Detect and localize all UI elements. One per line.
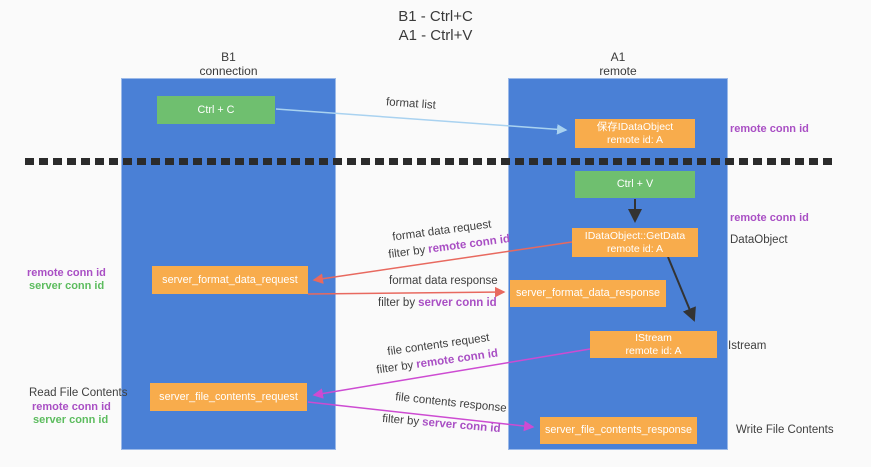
title-line-1: B1 - Ctrl+C <box>398 8 473 25</box>
annotation-remote-conn-id-left-1: remote conn id <box>27 267 106 279</box>
annotation-server-conn-id-left-1: server conn id <box>29 280 105 292</box>
lifeline-b1-header: B1 connection <box>121 50 336 78</box>
node-istream: IStream remote id: A <box>590 331 717 358</box>
node-save-idataobject-line1: 保存IDataObject <box>596 121 674 133</box>
annotation-remote-conn-id-right-2: remote conn id <box>730 212 809 224</box>
node-format-response-label: server_format_data_response <box>515 287 661 299</box>
annotation-istream: Istream <box>728 340 767 352</box>
annotation-remote-conn-id-right-1: remote conn id <box>730 123 809 135</box>
label-file-contents-response: file contents response <box>394 391 508 415</box>
node-ctrl-v-label: Ctrl + V <box>616 178 654 190</box>
lifeline-a1-name: A1 <box>610 50 626 64</box>
node-istream-line1: IStream <box>635 332 672 344</box>
node-getdata-line1: IDataObject::GetData <box>584 230 686 242</box>
node-format-request-label: server_format_data_request <box>162 273 298 286</box>
node-file-response-label: server_file_contents_response <box>544 424 693 436</box>
label-server-conn-id-1: server conn id <box>418 297 497 309</box>
label-format-list: format list <box>385 96 437 112</box>
node-save-idataobject: 保存IDataObject remote id: A <box>575 119 695 148</box>
page-title: B1 - Ctrl+C A1 - Ctrl+V <box>0 7 871 45</box>
annotation-remote-conn-id-left-2: remote conn id <box>32 401 111 413</box>
lifeline-b1-role: connection <box>199 64 258 78</box>
node-server-file-contents-response: server_file_contents_response <box>540 417 697 444</box>
lifeline-b1-name: B1 <box>221 50 236 64</box>
label-server-conn-id-2: server conn id <box>421 416 502 436</box>
node-ctrl-c-label: Ctrl + C <box>197 103 235 116</box>
label-format-data-response: format data response <box>389 275 498 287</box>
node-save-idataobject-line2: remote id: A <box>606 133 664 146</box>
label-filter-prefix-1: filter by <box>387 244 427 261</box>
annotation-server-conn-id-left-2: server conn id <box>33 414 109 426</box>
node-server-format-data-response: server_format_data_response <box>510 280 666 307</box>
annotation-dataobject: DataObject <box>730 234 788 246</box>
label-filter-prefix-4: filter by <box>381 412 420 429</box>
annotation-write-file-contents: Write File Contents <box>736 424 834 436</box>
node-ctrl-v: Ctrl + V <box>575 171 695 198</box>
node-idataobject-getdata: IDataObject::GetData remote id: A <box>572 228 698 257</box>
label-filter-prefix-3: filter by <box>375 359 415 377</box>
node-ctrl-c: Ctrl + C <box>157 96 275 124</box>
lifeline-a1-header: A1 remote <box>508 50 728 78</box>
title-line-2: A1 - Ctrl+V <box>398 27 473 44</box>
node-istream-line2: remote id: A <box>625 344 682 357</box>
node-file-request-label: server_file_contents_request <box>159 390 298 403</box>
node-server-format-data-request: server_format_data_request <box>152 266 308 294</box>
lifeline-a1-role: remote <box>599 64 637 78</box>
arrow-format-data-response <box>307 286 506 298</box>
annotation-read-file-contents: Read File Contents <box>29 387 128 399</box>
node-server-file-contents-request: server_file_contents_request <box>150 383 307 411</box>
phase-divider-dashed-line <box>25 158 832 165</box>
node-getdata-line2: remote id: A <box>606 242 664 255</box>
label-filter-prefix-2: filter by <box>378 297 416 309</box>
